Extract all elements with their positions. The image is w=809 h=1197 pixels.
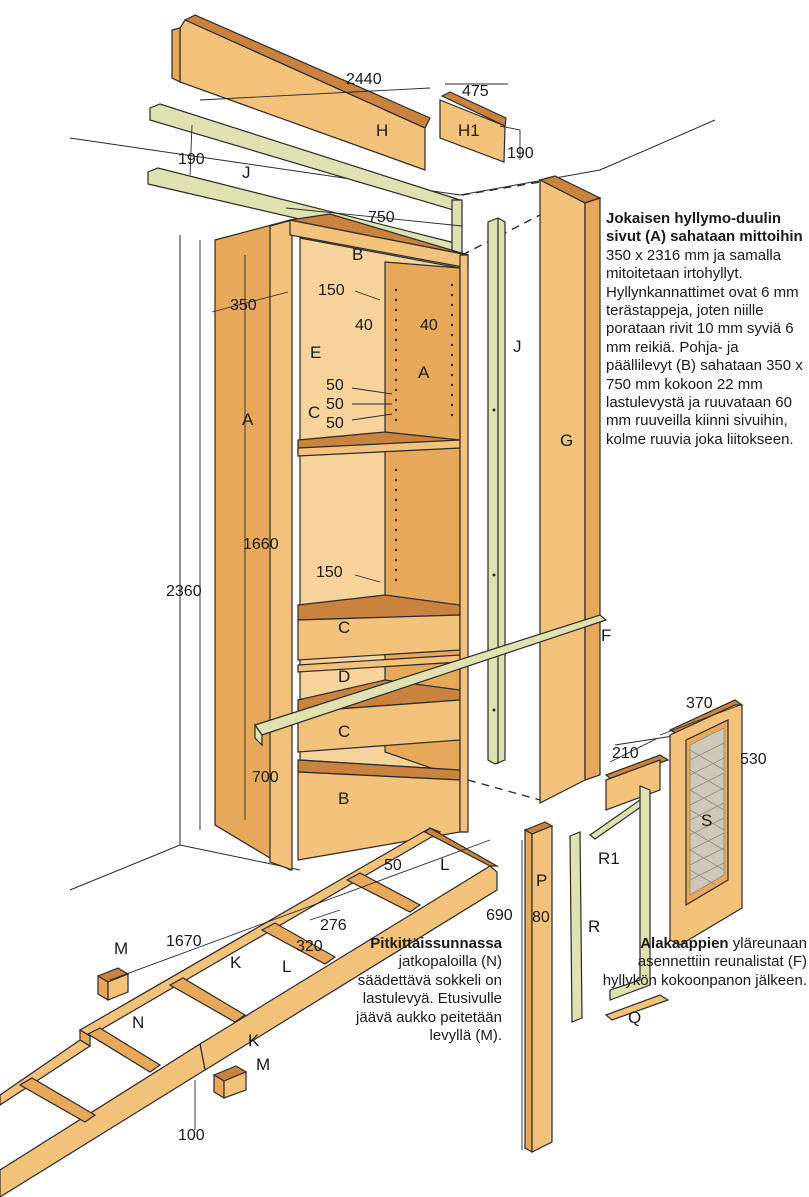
mesh-panel-s [689,727,725,896]
part-label-c-lower: C [338,722,350,741]
caption-lower-bold: Alakaappien [640,935,729,952]
dim-350: 350 [230,297,257,314]
side-panel-g [538,175,602,804]
part-label-e: E [310,343,321,362]
part-label-m-top: M [114,939,128,958]
part-label-k-bottom: K [248,1031,260,1050]
dim-50-b: 50 [326,396,344,413]
part-label-h: H [376,121,388,140]
part-label-l-right: L [440,855,449,874]
part-label-j-upright: J [513,337,522,356]
caption-lower-text: yläreunaan asennettiin reunalistat (F) h… [602,935,807,989]
dim-2440: 2440 [346,71,382,88]
dim-190-left: 190 [178,151,205,168]
dim-50-plinth: 50 [384,857,402,874]
dim-475: 475 [462,83,489,100]
caption-plinth-bold: Pitkittäissunnassa [370,935,502,952]
part-label-h1: H1 [458,121,480,140]
dim-210: 210 [612,745,639,762]
part-label-f: F [601,626,611,645]
dim-40-right: 40 [420,317,438,334]
caption-main: Jokaisen hyllymo-duulin sivut (A) sahata… [606,210,806,449]
caption-plinth-text: jatkopaloilla (N) säädettävä sokkeli on … [356,953,502,1045]
part-label-d: D [338,667,350,686]
dim-530: 530 [740,751,767,768]
panel-p [523,821,554,1154]
cornice-piece-h1 [439,91,507,163]
part-label-c-middle: C [338,618,350,637]
part-label-m-bottom: M [256,1055,270,1074]
dim-320: 320 [296,938,323,955]
dim-370: 370 [686,695,713,712]
plinth-frame [0,827,500,1197]
dim-700: 700 [252,769,279,786]
part-label-b-top: B [352,245,363,264]
part-label-n: N [132,1013,144,1032]
caption-main-text: 350 x 2316 mm ja samalla mitoitetaan irt… [606,246,803,448]
dim-1670: 1670 [166,933,202,950]
rail-r [569,831,583,1023]
dim-150-lower: 150 [316,564,343,581]
part-label-k-top: K [230,953,242,972]
part-label-l-mid: L [282,957,291,976]
filler-block-m-bottom [212,1065,248,1100]
dim-50-a: 50 [326,377,344,394]
edge-rail-f [254,614,608,747]
dimension-lines [109,83,743,1150]
rail-j-holes [492,408,496,712]
part-label-j-top: J [242,163,251,182]
dim-1660: 1660 [243,536,279,553]
caption-lower-cabinets: Alakaappien yläreunaan asennettiin reuna… [602,935,807,990]
part-label-g: G [560,431,573,450]
rail-j-upright [487,217,506,765]
dim-80: 80 [532,909,550,926]
part-label-a-inner: A [418,363,430,382]
cabinet-body [214,213,469,872]
cornice-board-h [171,14,431,171]
part-label-p: P [536,871,547,890]
caption-main-bold: Jokaisen hyllymo-duulin sivut (A) sahata… [606,210,803,246]
dim-100: 100 [178,1127,205,1144]
dim-50-c: 50 [326,415,344,432]
part-label-c-upper: C [308,403,320,422]
filler-block-m-top [96,967,130,1002]
part-label-a-left: A [242,410,254,429]
caption-plinth: Pitkittäissunnassa jatkopaloilla (N) sää… [334,935,502,1045]
part-label-s: S [701,811,712,830]
dim-40-left: 40 [355,317,373,334]
shelf-pin-holes [394,283,454,582]
part-label-r: R [588,917,600,936]
dim-150-upper: 150 [318,282,345,299]
dim-2360: 2360 [166,583,202,600]
dim-750: 750 [368,209,395,226]
part-label-q: Q [628,1008,641,1027]
dim-190-right: 190 [507,145,534,162]
dim-690: 690 [486,907,513,924]
dim-276: 276 [320,917,347,934]
part-label-b-bottom: B [338,789,349,808]
part-label-r1: R1 [598,849,620,868]
